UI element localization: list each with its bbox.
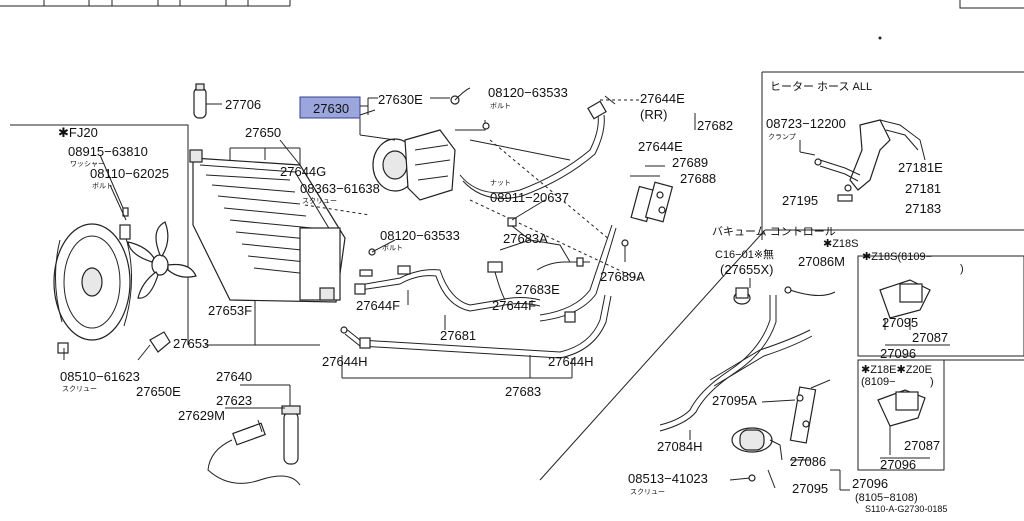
label-27644H-right[interactable]: 27644H (548, 354, 594, 369)
label-08110-62025[interactable]: 08110−62025 (90, 166, 169, 181)
label-27681[interactable]: 27681 (440, 328, 476, 343)
label-screw-08510: スクリュー (62, 385, 97, 393)
label-z18s-box-close: ) (960, 263, 964, 275)
label-27689A[interactable]: 27689A (600, 269, 645, 284)
label-27629M[interactable]: 27629M (178, 408, 225, 423)
label-27644G[interactable]: 27644G (280, 164, 326, 179)
label-27653F[interactable]: 27653F (208, 303, 252, 318)
label-vac-z18s: ✱Z18S (823, 238, 859, 250)
label-27084H[interactable]: 27084H (657, 439, 703, 454)
condenser-drawing (189, 139, 371, 346)
label-washer: ワッシャー (70, 160, 105, 168)
vacuum-control-area (539, 229, 1024, 491)
label-27095-a[interactable]: 27095 (882, 315, 918, 330)
label-27086M[interactable]: 27086M (798, 254, 845, 269)
label-27655X[interactable]: (27655X) (720, 262, 773, 277)
label-27096-a[interactable]: 27096 (880, 346, 916, 361)
fan-shroud-drawing (10, 124, 197, 361)
label-27630[interactable]: 27630 (313, 101, 349, 116)
label-27682[interactable]: 27682 (697, 118, 733, 133)
label-27087-a[interactable]: 27087 (912, 330, 948, 345)
label-08120-63533-top[interactable]: 08120−63533 (488, 85, 568, 100)
label-08120-63533-mid[interactable]: 08120−63533 (380, 228, 460, 243)
label-bolt-mid: ボルト (382, 244, 403, 252)
label-bolt-top: ボルト (490, 102, 511, 110)
label-27095-b[interactable]: 27095 (792, 481, 828, 496)
label-27095A[interactable]: 27095A (712, 393, 757, 408)
label-bolt-08110: ボルト (92, 182, 113, 190)
label-27644F-a[interactable]: 27644F (356, 298, 400, 313)
label-08513-41023[interactable]: 08513−41023 (628, 471, 708, 486)
label-27644E-top[interactable]: 27644E (640, 91, 685, 106)
label-27623[interactable]: 27623 (216, 393, 252, 408)
label-c16-01: C16−01※無 (715, 247, 774, 261)
top-frame (0, 0, 1024, 9)
label-27195[interactable]: 27195 (782, 193, 818, 208)
label-27183[interactable]: 27183 (905, 201, 941, 216)
label-z18e-box3: ) (930, 376, 934, 388)
label-clamp: クランプ (768, 133, 796, 141)
ac-hoses-drawing (340, 95, 674, 379)
label-27706[interactable]: 27706 (225, 97, 261, 112)
label-screw-08513: スクリュー (630, 488, 665, 496)
label-nut: ナット (490, 179, 511, 187)
label-27640[interactable]: 27640 (216, 369, 252, 384)
label-27650[interactable]: 27650 (245, 125, 281, 140)
label-27096-c[interactable]: 27096 (852, 476, 888, 491)
label-27096-b[interactable]: 27096 (880, 457, 916, 472)
label-27683E[interactable]: 27683E (515, 282, 560, 297)
heater-hose-box (761, 71, 1024, 240)
label-27650E[interactable]: 27650E (136, 384, 181, 399)
label-27653[interactable]: 27653 (173, 336, 209, 351)
vacuum-control-title: バキューム コントロール (712, 225, 836, 238)
label-27683A[interactable]: 27683A (503, 231, 548, 246)
label-z18s-box: ✱Z18S(8109− (862, 251, 932, 263)
highlighted-part-27630-box[interactable] (299, 96, 361, 119)
label-27644E-mid[interactable]: 27644E (638, 139, 683, 154)
label-27644H-left[interactable]: 27644H (322, 354, 368, 369)
label-27181[interactable]: 27181 (905, 181, 941, 196)
label-date-range: (8105−8108) (855, 492, 918, 504)
heater-hose-title: ヒーター ホース ALL (770, 80, 872, 93)
label-08510-61623[interactable]: 08510−61623 (60, 369, 140, 384)
ref-code: S110-A-G2730-0185 (865, 504, 947, 514)
label-rr: (RR) (640, 107, 667, 122)
receiver-drier-drawing (193, 83, 301, 486)
label-08915-63810[interactable]: 08915−63810 (68, 144, 148, 159)
label-27181E[interactable]: 27181E (898, 160, 943, 175)
label-08363-61638[interactable]: 08363−61638 (300, 181, 380, 196)
label-screw-08363: スクリュー (302, 197, 337, 205)
label-27644F-b[interactable]: 27644F (492, 298, 536, 313)
label-z18e-box: ✱Z18E✱Z20E (861, 364, 932, 376)
label-08911-20637[interactable]: 08911−20637 (490, 190, 569, 205)
label-27683[interactable]: 27683 (505, 384, 541, 399)
label-27087-b[interactable]: 27087 (904, 438, 940, 453)
label-27689[interactable]: 27689 (672, 155, 708, 170)
label-08723-12200[interactable]: 08723−12200 (766, 116, 846, 131)
label-z18e-box2: (8109− (861, 376, 896, 388)
stray-mark (878, 36, 882, 40)
label-fj20: ✱FJ20 (58, 125, 98, 140)
compressor-drawing (359, 87, 471, 201)
label-27688[interactable]: 27688 (680, 171, 716, 186)
label-27630E[interactable]: 27630E (378, 92, 423, 107)
label-27086[interactable]: 27086 (790, 454, 826, 469)
